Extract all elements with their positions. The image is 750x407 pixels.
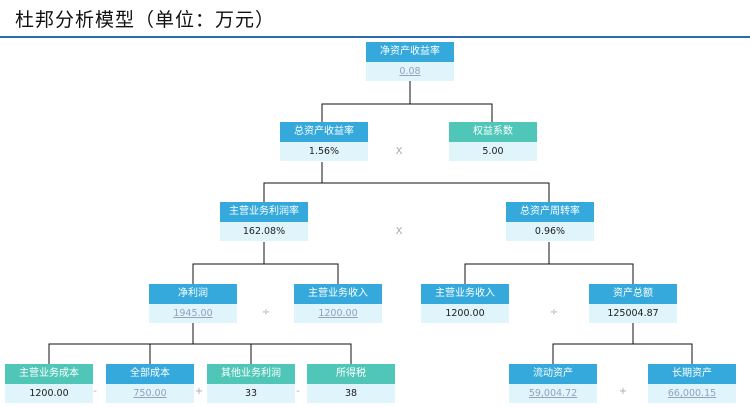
operator-minus: - — [93, 386, 97, 397]
operator-divide: ÷ — [261, 307, 271, 318]
node-profit-margin-label: 主营业务利润率 — [220, 202, 308, 222]
operator-divide: ÷ — [549, 307, 559, 318]
node-other-profit: 其他业务利润 33 — [207, 364, 295, 403]
node-long-term-assets-label: 长期资产 — [648, 364, 736, 384]
node-total-cost-value[interactable]: 750.00 — [106, 384, 194, 403]
node-roe-value[interactable]: 0.08 — [366, 62, 454, 81]
node-current-assets-value[interactable]: 59,004.72 — [509, 384, 597, 403]
node-long-term-assets-value[interactable]: 66,000.15 — [648, 384, 736, 403]
node-asset-turnover-label: 总资产周转率 — [506, 202, 594, 222]
title-divider — [0, 36, 750, 38]
operator-multiply: X — [395, 226, 403, 237]
node-total-assets-value: 125004.87 — [589, 304, 677, 323]
node-net-profit-value[interactable]: 1945.00 — [149, 304, 237, 323]
node-roa: 总资产收益率 1.56% — [280, 122, 368, 161]
node-net-profit: 净利润 1945.00 — [149, 284, 237, 323]
node-income-tax-value: 38 — [307, 384, 395, 403]
node-asset-turnover-value: 0.96% — [506, 222, 594, 241]
node-cost-of-sales: 主营业务成本 1200.00 — [5, 364, 93, 403]
node-equity-multiplier-label: 权益系数 — [449, 122, 537, 142]
node-roa-label: 总资产收益率 — [280, 122, 368, 142]
node-asset-turnover: 总资产周转率 0.96% — [506, 202, 594, 241]
node-revenue-right: 主营业务收入 1200.00 — [421, 284, 509, 323]
node-roe: 净资产收益率 0.08 — [366, 42, 454, 81]
node-equity-multiplier-value: 5.00 — [449, 142, 537, 161]
operator-plus: + — [618, 386, 628, 397]
node-roe-label: 净资产收益率 — [366, 42, 454, 62]
operator-multiply: X — [395, 146, 403, 157]
node-long-term-assets: 长期资产 66,000.15 — [648, 364, 736, 403]
node-profit-margin-value: 162.08% — [220, 222, 308, 241]
node-revenue-right-value: 1200.00 — [421, 304, 509, 323]
node-cost-of-sales-value: 1200.00 — [5, 384, 93, 403]
node-other-profit-label: 其他业务利润 — [207, 364, 295, 384]
page-title: 杜邦分析模型（单位：万元） — [15, 9, 276, 31]
node-net-profit-label: 净利润 — [149, 284, 237, 304]
node-revenue-left-label: 主营业务收入 — [294, 284, 382, 304]
node-total-cost-label: 全部成本 — [106, 364, 194, 384]
operator-plus: + — [194, 386, 204, 397]
operator-minus: - — [296, 386, 300, 397]
node-revenue-left-value[interactable]: 1200.00 — [294, 304, 382, 323]
node-revenue-right-label: 主营业务收入 — [421, 284, 509, 304]
node-total-assets-label: 资产总额 — [589, 284, 677, 304]
node-equity-multiplier: 权益系数 5.00 — [449, 122, 537, 161]
node-roa-value: 1.56% — [280, 142, 368, 161]
node-cost-of-sales-label: 主营业务成本 — [5, 364, 93, 384]
node-other-profit-value: 33 — [207, 384, 295, 403]
node-income-tax-label: 所得税 — [307, 364, 395, 384]
node-total-assets: 资产总额 125004.87 — [589, 284, 677, 323]
node-revenue-left: 主营业务收入 1200.00 — [294, 284, 382, 323]
node-current-assets-label: 流动资产 — [509, 364, 597, 384]
node-profit-margin: 主营业务利润率 162.08% — [220, 202, 308, 241]
node-current-assets: 流动资产 59,004.72 — [509, 364, 597, 403]
node-income-tax: 所得税 38 — [307, 364, 395, 403]
node-total-cost: 全部成本 750.00 — [106, 364, 194, 403]
